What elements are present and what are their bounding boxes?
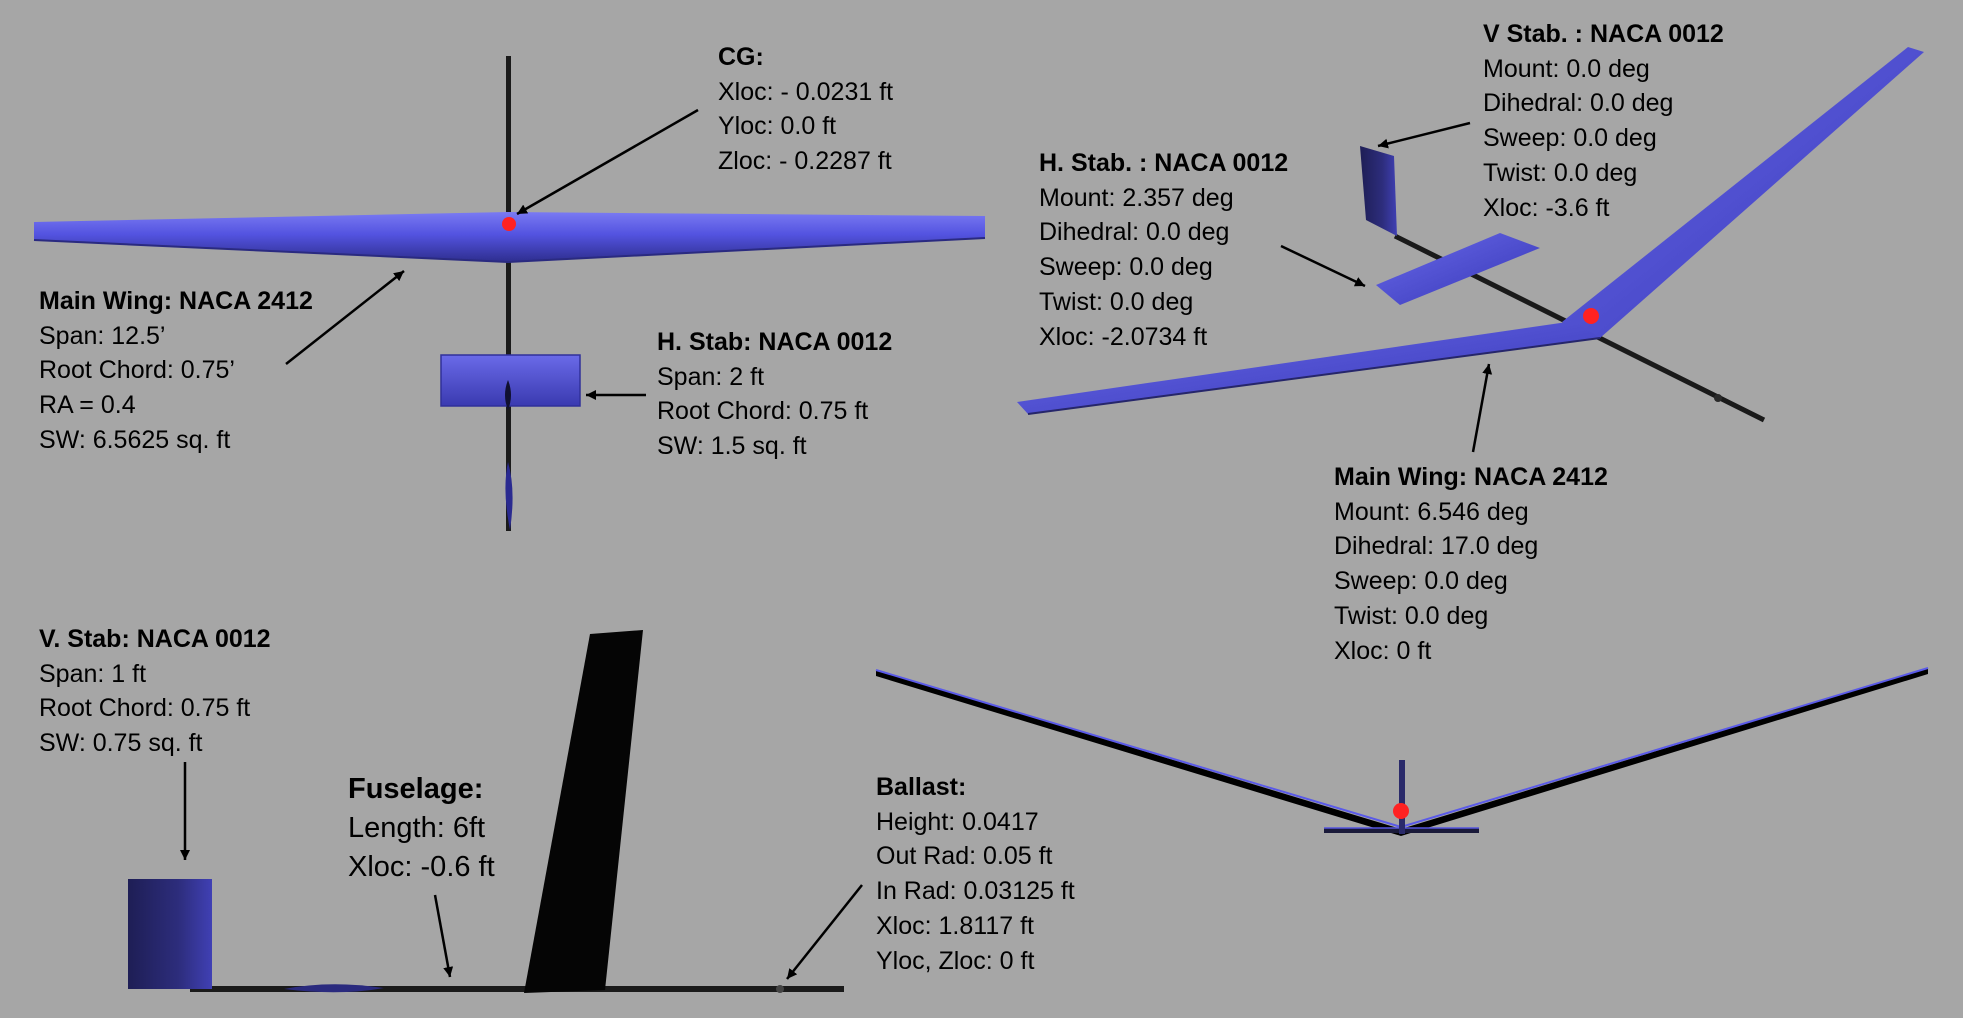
iso-view xyxy=(1017,47,1924,423)
v-stab-side xyxy=(128,879,212,989)
h-stab-side xyxy=(284,984,384,993)
v-stab-side-label-line: SW: 0.75 sq. ft xyxy=(39,729,203,758)
main-wing-iso-label-line: Mount: 6.546 deg xyxy=(1334,497,1529,526)
v-stab-iso-label-line: Dihedral: 0.0 deg xyxy=(1483,89,1674,118)
fuselage-label: Fuselage: Length: 6ft Xloc: -0.6 ft xyxy=(348,770,495,887)
front-view xyxy=(875,667,1929,836)
ballast-label-line: Yloc, Zloc: 0 ft xyxy=(876,946,1035,975)
main-wing-iso-right xyxy=(1562,47,1924,338)
h-stab-iso xyxy=(1376,233,1540,305)
v-stab-iso-label-line: Xloc: -3.6 ft xyxy=(1483,193,1610,222)
main-wing-iso-label-line: Twist: 0.0 deg xyxy=(1334,601,1489,630)
v-stab-side-label-line: Root Chord: 0.75 ft xyxy=(39,694,251,723)
arrow-v-stab-iso xyxy=(1377,121,1471,149)
ballast-label-line: In Rad: 0.03125 ft xyxy=(876,877,1075,906)
main-wing-top-label: Main Wing: NACA 2412 Span: 12.5’ Root Ch… xyxy=(39,284,313,458)
h-stab-top-label-line: Root Chord: 0.75 ft xyxy=(657,397,869,426)
v-stab-side-label: V. Stab: NACA 0012 Span: 1 ft Root Chord… xyxy=(39,622,271,761)
arrow-fuselage xyxy=(433,894,454,978)
ballast-label-line: Out Rad: 0.05 ft xyxy=(876,842,1053,871)
ballast-label-title: Ballast: xyxy=(876,773,967,801)
fuselage-label-line: Length: 6ft xyxy=(348,812,486,844)
main-wing-iso-label-line: Sweep: 0.0 deg xyxy=(1334,567,1508,596)
h-stab-iso-label: H. Stab. : NACA 0012 Mount: 2.357 deg Di… xyxy=(1039,146,1288,354)
leader-arrows xyxy=(180,108,1493,980)
fuselage-boom-side xyxy=(190,986,844,992)
main-wing-iso-label-title: Main Wing: NACA 2412 xyxy=(1334,463,1608,491)
h-stab-top-edge xyxy=(440,354,581,407)
h-stab-top-label: H. Stab: NACA 0012 Span: 2 ft Root Chord… xyxy=(657,325,892,464)
v-stab-iso-label-line: Mount: 0.0 deg xyxy=(1483,54,1650,83)
cg-marker-front xyxy=(1393,803,1409,819)
main-wing-top-label-line: RA = 0.4 xyxy=(39,391,136,420)
main-wing-iso-left xyxy=(1017,321,1600,414)
main-wing-iso-left-edge xyxy=(1027,337,1601,415)
main-wing-top-label-title: Main Wing: NACA 2412 xyxy=(39,287,313,315)
main-wing-iso-label-line: Dihedral: 17.0 deg xyxy=(1334,532,1539,561)
cg-label: CG: Xloc: - 0.0231 ft Yloc: 0.0 ft Zloc:… xyxy=(718,40,893,179)
arrow-cg xyxy=(516,108,699,216)
v-stab-side-label-line: Span: 1 ft xyxy=(39,659,147,688)
v-stab-iso-label: V Stab. : NACA 0012 Mount: 0.0 deg Dihed… xyxy=(1483,17,1724,225)
ballast-label-line: Height: 0.0417 xyxy=(876,807,1039,836)
fuselage-boom-top xyxy=(506,56,511,531)
h-stab-top-label-line: Span: 2 ft xyxy=(657,362,765,391)
ballast-label-line: Xloc: 1.8117 ft xyxy=(876,911,1034,940)
main-wing-iso-label-line: Xloc: 0 ft xyxy=(1334,636,1432,665)
main-wing-top-label-line: SW: 6.5625 sq. ft xyxy=(39,425,231,454)
fuselage-boom-iso-ring xyxy=(1714,394,1722,402)
ballast-label: Ballast: Height: 0.0417 Out Rad: 0.05 ft… xyxy=(876,770,1075,978)
h-stab-top-label-line: SW: 1.5 sq. ft xyxy=(657,432,807,461)
h-stab-iso-label-title: H. Stab. : NACA 0012 xyxy=(1039,149,1289,177)
arrow-h-stab-iso xyxy=(1280,244,1366,288)
fuselage-label-title: Fuselage: xyxy=(348,773,484,805)
fuselage-label-line: Xloc: -0.6 ft xyxy=(348,851,495,883)
cg-marker-top xyxy=(502,217,516,231)
h-stab-iso-label-line: Dihedral: 0.0 deg xyxy=(1039,218,1230,247)
h-stab-iso-label-line: Twist: 0.0 deg xyxy=(1039,287,1194,316)
arrow-main-wing-iso xyxy=(1471,363,1493,453)
h-stab-top-label-title: H. Stab: NACA 0012 xyxy=(657,328,893,356)
main-wing-top-label-line: Root Chord: 0.75’ xyxy=(39,356,235,385)
ballast-side xyxy=(776,985,784,993)
fuselage-nose-top xyxy=(505,380,511,410)
arrow-ballast xyxy=(786,884,863,980)
cg-label-line: Yloc: 0.0 ft xyxy=(718,112,837,141)
cg-marker-iso xyxy=(1583,308,1599,324)
main-wing-side xyxy=(524,630,643,993)
top-view xyxy=(33,56,986,531)
cg-label-title: CG: xyxy=(718,43,764,71)
v-stab-top xyxy=(505,462,513,530)
main-wing-top-label-line: Span: 12.5’ xyxy=(39,321,166,350)
side-view xyxy=(128,630,844,993)
v-stab-iso xyxy=(1360,146,1397,236)
main-wing-top-edge xyxy=(33,237,986,264)
cg-label-line: Zloc: - 0.2287 ft xyxy=(718,147,892,176)
h-stab-iso-label-line: Mount: 2.357 deg xyxy=(1039,183,1234,212)
v-stab-front xyxy=(1399,760,1405,834)
cg-label-line: Xloc: - 0.0231 ft xyxy=(718,77,894,106)
arrow-main-wing-top xyxy=(285,270,405,365)
v-stab-iso-label-title: V Stab. : NACA 0012 xyxy=(1483,20,1724,48)
main-wing-iso-label: Main Wing: NACA 2412 Mount: 6.546 deg Di… xyxy=(1334,460,1608,668)
v-stab-side-label-title: V. Stab: NACA 0012 xyxy=(39,625,271,653)
h-stab-iso-label-line: Sweep: 0.0 deg xyxy=(1039,253,1213,282)
v-stab-iso-label-line: Sweep: 0.0 deg xyxy=(1483,124,1657,153)
h-stab-iso-label-line: Xloc: -2.0734 ft xyxy=(1039,322,1208,351)
v-stab-iso-label-line: Twist: 0.0 deg xyxy=(1483,158,1638,187)
